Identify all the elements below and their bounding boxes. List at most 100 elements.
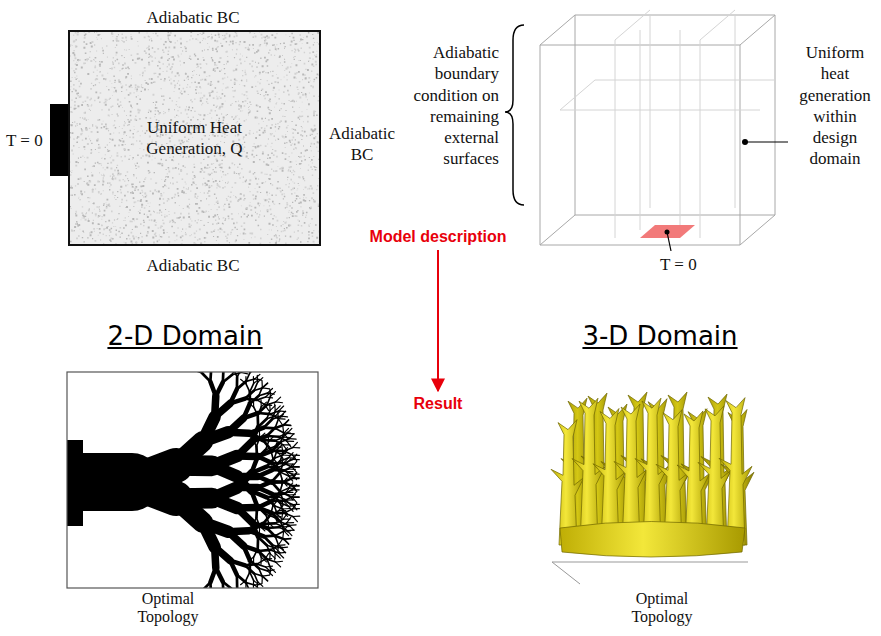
- tree-branch: [292, 454, 296, 459]
- tree-branch: [245, 377, 246, 384]
- flow-arrow: [437, 250, 439, 391]
- annotation: Adiabatic BC: [146, 7, 239, 28]
- tree-branch: [259, 393, 268, 396]
- cube-edge: [775, 15, 776, 215]
- tree-branch: [257, 450, 265, 458]
- tree-branch: [244, 546, 250, 560]
- tree-branch: [255, 584, 262, 585]
- node-text: Model description: [370, 228, 507, 246]
- node-text: Uniform Heat Generation, Q: [130, 117, 260, 160]
- tree-branch: [266, 447, 275, 450]
- tree-branch: [246, 572, 250, 580]
- tree-branch: [244, 413, 259, 418]
- tree-branch: [292, 497, 296, 502]
- cube-grid-line: [615, 10, 650, 40]
- tree-branch: [263, 383, 268, 388]
- tree-branch: [274, 553, 276, 560]
- tree-branch: [275, 406, 280, 411]
- tree-branch: [271, 511, 279, 515]
- tree-branch: [270, 392, 275, 397]
- tree-branch: [253, 400, 254, 407]
- tree-branch: [233, 372, 237, 377]
- tree-branch: [248, 403, 253, 407]
- tree-branch: [267, 416, 276, 419]
- tree-branch: [292, 473, 296, 478]
- tree-branch: [223, 375, 232, 383]
- cube-grid-line: [680, 30, 681, 230]
- tree-branch: [251, 467, 266, 473]
- tree-branch: [277, 445, 282, 450]
- tree-branch: [276, 401, 283, 403]
- tree-branch: [287, 522, 294, 524]
- tree-branch: [276, 536, 284, 539]
- tree-branch: [262, 383, 267, 388]
- tree-branch: [236, 575, 239, 587]
- tree-branch: [246, 384, 250, 392]
- tree-branch: [287, 517, 291, 523]
- tree-branch: [286, 472, 290, 477]
- tree-branch: [209, 372, 213, 382]
- brace: [505, 25, 524, 205]
- tree-branch: [261, 402, 266, 407]
- speckle: [69, 31, 320, 246]
- tree-branch: [264, 536, 272, 544]
- cube-edge: [575, 215, 775, 216]
- tree-branch: [283, 454, 290, 456]
- tree-branch: [270, 545, 278, 550]
- illustration-part: [67, 372, 318, 588]
- tree-branch: [203, 523, 215, 547]
- tree-branch: [275, 536, 278, 545]
- tree-branch: [283, 518, 290, 519]
- tree-branch: [284, 428, 289, 433]
- tree-branch: [281, 439, 289, 442]
- domain-ground: [68, 30, 321, 246]
- tree-branch: [284, 540, 289, 545]
- tree-branch: [263, 575, 270, 576]
- tree-branch: [284, 424, 291, 426]
- annotation: Adiabatic boundary condition on remainin…: [395, 42, 499, 170]
- tree-branch: [288, 483, 292, 488]
- tree-branch: [245, 565, 254, 573]
- tree-branch: [287, 441, 291, 447]
- speckle: [69, 31, 320, 245]
- tree-branch: [273, 501, 277, 506]
- tree-branch: [289, 438, 296, 440]
- tree-branch: [278, 414, 283, 419]
- tree-branch: [237, 508, 252, 522]
- tree-branch: [250, 384, 254, 392]
- tree-branch: [228, 432, 249, 433]
- 3d-topology: [551, 392, 754, 584]
- tree-branch: [276, 562, 281, 567]
- axis-line: [552, 562, 748, 563]
- tree-branch: [251, 431, 253, 438]
- tree-branch: [270, 406, 275, 411]
- annotation: T = 0: [6, 130, 43, 151]
- tree-branch: [281, 476, 282, 483]
- tree-topology: [67, 372, 318, 588]
- tree-branch: [203, 432, 229, 441]
- tree-branch: [292, 466, 299, 467]
- tree-branch: [258, 407, 262, 415]
- cube-edge: [540, 45, 541, 245]
- tree-branch: [272, 499, 273, 506]
- cube-edge: [540, 245, 740, 246]
- tree-branch: [284, 501, 292, 505]
- tree-branch: [210, 568, 215, 583]
- tree-branch: [279, 510, 286, 511]
- leader-line: [667, 232, 671, 251]
- tree-branch: [258, 488, 272, 494]
- tree-branch: [275, 519, 283, 523]
- leader-line: [745, 141, 788, 142]
- tree-branch: [237, 372, 241, 377]
- tree-branch: [254, 573, 258, 581]
- tree-branch: [289, 434, 294, 439]
- cube-edge: [540, 15, 575, 45]
- tree-branch: [256, 438, 259, 446]
- cube-grid-line: [700, 40, 701, 238]
- tree-branch: [241, 379, 246, 383]
- axis-line: [552, 562, 580, 584]
- tree-branch: [279, 553, 284, 558]
- topology-column: [719, 398, 752, 545]
- cube-grid-line: [735, 15, 736, 208]
